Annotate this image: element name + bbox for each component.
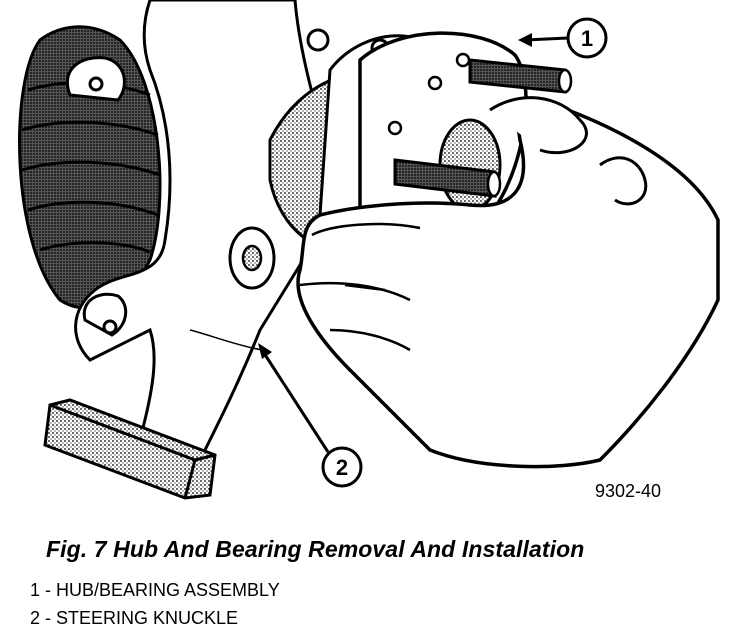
steering-knuckle <box>66 0 342 462</box>
figure-caption: Fig. 7 Hub And Bearing Removal And Insta… <box>46 536 585 562</box>
callout-1: 1 <box>518 17 608 59</box>
legend-item-hub-bearing: 1 - HUB/BEARING ASSEMBLY <box>30 580 280 600</box>
callout-2: 2 <box>258 343 363 488</box>
legend: 1 - HUB/BEARING ASSEMBLY 2 - STEERING KN… <box>30 576 280 632</box>
legend-item-steering-knuckle: 2 - STEERING KNUCKLE <box>30 608 239 628</box>
lower-block <box>43 398 217 500</box>
callout-2-number: 2 <box>336 455 348 480</box>
figure-code: 9302-40 <box>595 481 661 501</box>
cv-boot <box>18 25 162 310</box>
hub-bearing-illustration: 1 2 9302-40 <box>18 0 720 501</box>
hand <box>296 96 720 469</box>
callout-1-number: 1 <box>581 26 593 51</box>
